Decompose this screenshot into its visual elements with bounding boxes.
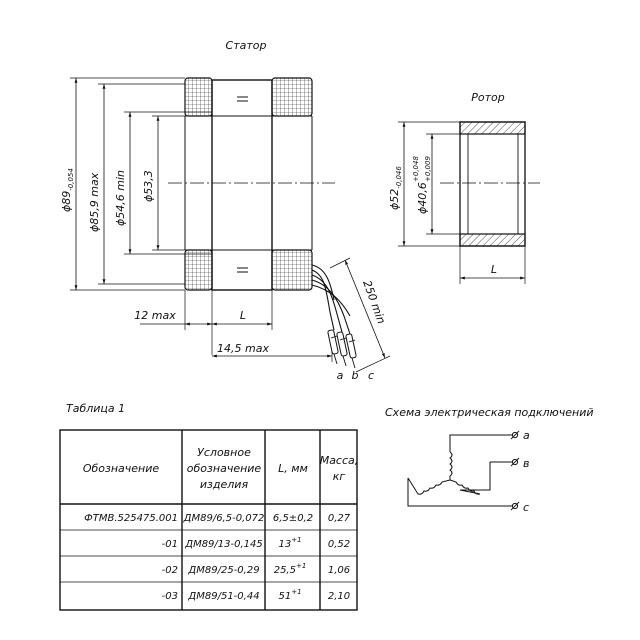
table-row: -02 ДМ89/25-0,29 25,5+1 1,06 [162,562,350,576]
table-cell-length: 25,5+1 [274,562,307,576]
table-cell-product: ДМ89/13-0,145 [184,539,263,550]
stator-dim-length: L [240,309,246,322]
stator-coil-bottom-right [271,249,313,291]
terminal-label-a: а [523,429,530,442]
table-cell-designation: -01 [162,539,178,550]
table-cell-mass: 1,06 [328,565,350,576]
rotor-dim-length: L [491,263,497,276]
wiring-schematic: Схема электрическая подключений а в с [385,406,594,514]
stator-dim-d-bore-min: ϕ54,6 min [114,170,127,226]
rotor-dim-d-inner-tol-upper: +0,048 [412,156,420,182]
table-cell-designation: -02 [162,565,178,576]
table-header-product-1: Условное [197,446,251,459]
stator-coil-bottom-left [184,249,213,291]
stator-dim-d-outer: ϕ89-0,054 [60,168,75,212]
table-header-mass-1: Масса, [320,454,359,467]
stator-dim-lead-length: 250 min [360,279,388,326]
table-cell-length: 6,5±0,2 [273,513,313,524]
stator-lead-wires [311,264,357,369]
spec-table: Таблица 1 Обозначение Условное обозначен… [59,402,359,611]
rotor-dim-d-outer: ϕ52-0,046 [388,166,403,210]
stator-dim-d-coil-max: ϕ85,9 max [88,172,101,232]
terminal-label-b: в [523,457,529,470]
table-cell-product: ДМ89/6,5-0,072 [183,513,265,524]
rotor-dim-d-inner-tol-lower: +0,009 [424,156,432,182]
stator-title: Статор [226,39,267,52]
rotor-magnet-bottom [459,233,526,247]
rotor-magnet-top [459,121,526,135]
table-cell-product: ДМ89/51-0,44 [187,591,259,602]
table-row: ФТМВ.525475.001 ДМ89/6,5-0,072 6,5±0,2 0… [84,513,351,524]
table-cell-designation: -03 [162,591,178,602]
table-header-product-3: изделия [200,478,249,491]
table-row: -03 ДМ89/51-0,44 51+1 2,10 [162,588,350,602]
table-cell-product: ДМ89/25-0,29 [187,565,259,576]
table-row: -01 ДМ89/13-0,145 13+1 0,52 [162,536,350,550]
terminal-label-c: с [523,501,529,514]
lead-label-c: c [368,369,374,382]
table-cell-length: 51+1 [278,588,301,602]
table-cell-designation: ФТМВ.525475.001 [84,513,178,524]
coil-phase-b [449,479,481,495]
rotor-view: Ротор ϕ52-0,046 ϕ40,6 +0,048 +0,009 L [388,91,540,284]
table-header-length: L, мм [278,462,308,475]
stator-core [211,79,273,291]
table-cell-length: 13+1 [278,536,301,550]
stator-dim-d-core: ϕ53,3 [142,170,155,202]
stator-dim-lead-offset: 14,5 max [217,342,269,355]
lead-label-a: a [337,369,344,382]
table-cell-mass: 0,52 [328,539,350,550]
coil-phase-a [449,451,453,480]
table-header-mass-2: кг [333,470,346,483]
table-caption: Таблица 1 [66,402,125,415]
rotor-body [459,121,526,247]
stator-coil-top-right [271,77,313,117]
stator-dim-overhang: 12 max [134,309,176,322]
stator-coil-top-left [184,77,213,117]
schematic-title: Схема электрическая подключений [385,406,594,419]
table-header-product-2: обозначение [187,462,262,475]
table-header-designation: Обозначение [83,462,160,475]
stator-view: Статор [60,39,391,382]
table-cell-mass: 2,10 [328,591,350,602]
rotor-title: Ротор [471,91,505,104]
lead-label-b: b [352,369,359,382]
rotor-dim-d-inner: ϕ40,6 [416,182,429,214]
table-cell-mass: 0,27 [328,513,351,524]
coil-phase-c [407,477,451,495]
